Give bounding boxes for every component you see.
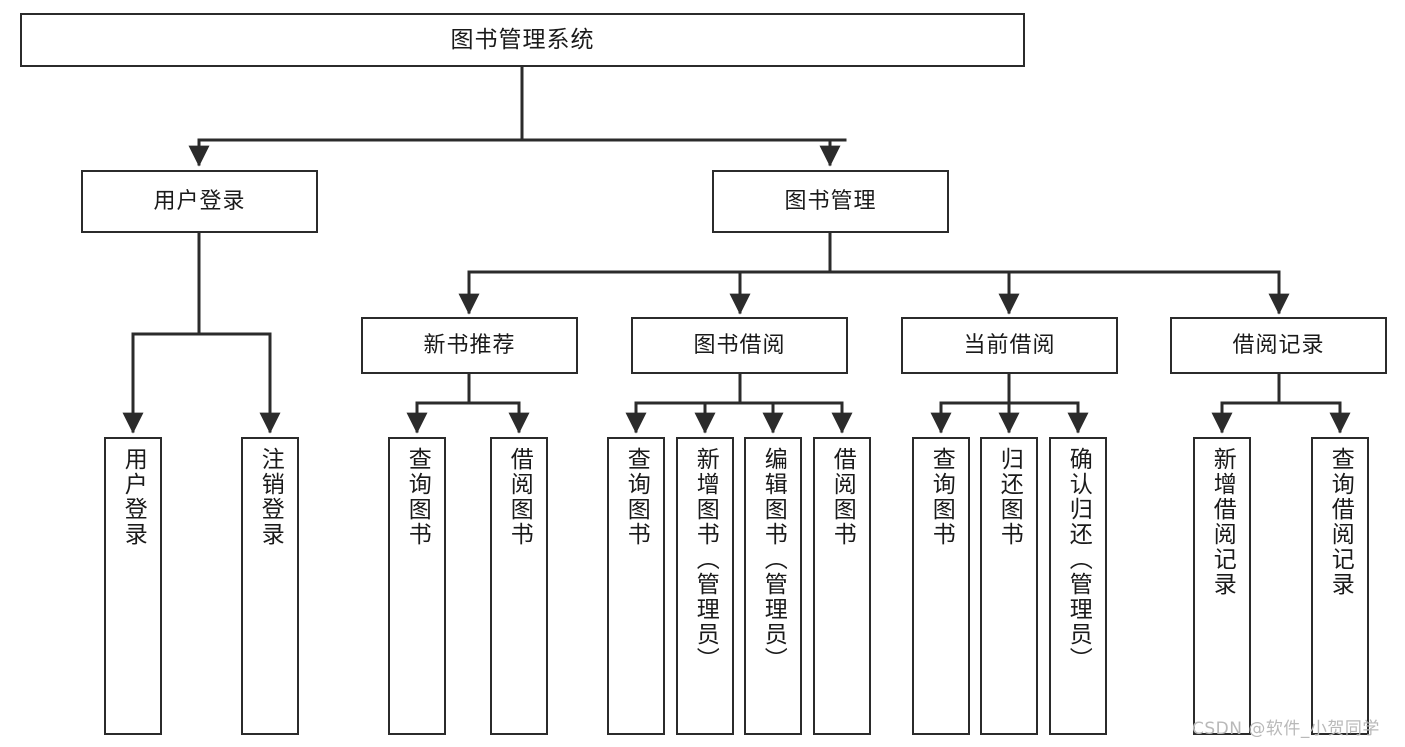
- node-label: 确认归还（管理员）: [1065, 447, 1092, 672]
- node-label: 图书借阅: [693, 332, 786, 358]
- leaf-borrow-record-query[interactable]: 查询借阅记录: [1311, 437, 1369, 735]
- leaf-borrow-record-add[interactable]: 新增借阅记录: [1193, 437, 1251, 735]
- node-label: 查询图书: [623, 447, 650, 547]
- node-current-borrow[interactable]: 当前借阅: [901, 317, 1118, 374]
- node-label: 新增图书（管理员）: [692, 447, 719, 672]
- leaf-current-borrow-query[interactable]: 查询图书: [912, 437, 970, 735]
- leaf-book-borrow-query[interactable]: 查询图书: [607, 437, 665, 735]
- node-label: 新书推荐: [423, 332, 516, 358]
- node-label: 借阅图书: [829, 447, 856, 547]
- node-label: 借阅图书: [506, 447, 533, 547]
- node-label: 用户登录: [120, 447, 147, 547]
- leaf-current-borrow-confirm-return[interactable]: 确认归还（管理员）: [1049, 437, 1107, 735]
- csdn-watermark: CSDN @软件_小贺同学: [1192, 719, 1380, 739]
- node-label: 图书管理系统: [450, 26, 595, 53]
- node-label: 注销登录: [257, 447, 284, 547]
- node-label: 新增借阅记录: [1209, 447, 1236, 597]
- leaf-user-login-logout[interactable]: 注销登录: [241, 437, 299, 735]
- node-label: 借阅记录: [1232, 332, 1325, 358]
- node-label: 查询图书: [404, 447, 431, 547]
- node-label: 归还图书: [996, 447, 1023, 547]
- leaf-user-login-login[interactable]: 用户登录: [104, 437, 162, 735]
- node-label: 当前借阅: [963, 332, 1056, 358]
- node-book-borrow[interactable]: 图书借阅: [631, 317, 848, 374]
- node-label: 编辑图书（管理员）: [760, 447, 787, 672]
- leaf-book-borrow-edit[interactable]: 编辑图书（管理员）: [744, 437, 802, 735]
- node-label: 查询图书: [928, 447, 955, 547]
- leaf-book-borrow-borrow[interactable]: 借阅图书: [813, 437, 871, 735]
- node-label: 图书管理: [784, 188, 877, 214]
- node-book-management[interactable]: 图书管理: [712, 170, 949, 233]
- leaf-book-borrow-add[interactable]: 新增图书（管理员）: [676, 437, 734, 735]
- node-label: 查询借阅记录: [1327, 447, 1354, 597]
- node-root-system[interactable]: 图书管理系统: [20, 13, 1025, 67]
- node-new-book-recommend[interactable]: 新书推荐: [361, 317, 578, 374]
- node-user-login[interactable]: 用户登录: [81, 170, 318, 233]
- leaf-new-book-query[interactable]: 查询图书: [388, 437, 446, 735]
- node-label: 用户登录: [153, 188, 246, 214]
- node-borrow-record[interactable]: 借阅记录: [1170, 317, 1387, 374]
- leaf-current-borrow-return[interactable]: 归还图书: [980, 437, 1038, 735]
- leaf-new-book-borrow[interactable]: 借阅图书: [490, 437, 548, 735]
